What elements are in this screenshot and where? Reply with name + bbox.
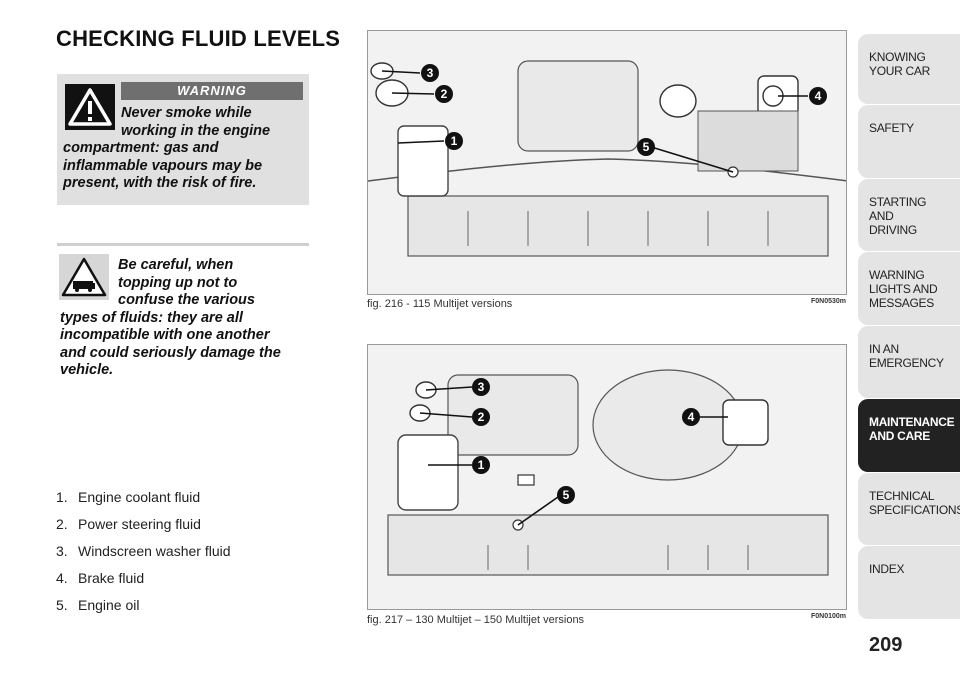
engine-diagram-fig217: 3 2 1 4 5: [367, 344, 847, 610]
tab-warning-lights[interactable]: WARNING LIGHTS AND MESSAGES: [858, 252, 960, 325]
warning-line: Never smoke while: [121, 105, 252, 121]
tab-starting-and-driving[interactable]: STARTING AND DRIVING: [858, 178, 960, 251]
fluid-legend-list: 1.Engine coolant fluid 2.Power steering …: [56, 484, 231, 619]
list-item: 3.Windscreen washer fluid: [56, 543, 231, 559]
tab-in-an-emergency[interactable]: IN AN EMERGENCY: [858, 325, 960, 398]
tab-technical-specifications[interactable]: TECHNICAL SPECIFICATIONS: [858, 472, 960, 545]
tab-knowing-your-car[interactable]: KNOWING YOUR CAR: [858, 34, 960, 104]
svg-text:5: 5: [643, 140, 650, 154]
caution-text: Be careful, when topping up not to confu…: [60, 257, 310, 380]
svg-text:3: 3: [478, 380, 485, 394]
caution-line: types of fluids: they are all: [60, 309, 243, 326]
figure-caption: fig. 216 - 115 Multijet versions: [367, 298, 513, 310]
caution-line: topping up not to: [118, 274, 238, 291]
svg-text:3: 3: [427, 66, 434, 80]
chapter-tabs: KNOWING YOUR CAR SAFETY STARTING AND DRI…: [858, 34, 960, 620]
list-item: 5.Engine oil: [56, 597, 140, 613]
engine-diagram-fig216: 3 2 1 4 5: [367, 30, 847, 295]
list-item: 1.Engine coolant fluid: [56, 489, 201, 505]
caution-line: incompatible with one another: [60, 327, 270, 343]
warning-line: compartment: gas and: [63, 140, 219, 156]
warning-box: WARNING Never smoke while working in the…: [57, 74, 309, 205]
caution-line: confuse the various: [118, 292, 255, 308]
warning-badge: WARNING: [121, 82, 303, 100]
svg-text:4: 4: [815, 89, 822, 103]
caution-line: Be careful, when: [118, 257, 234, 273]
warning-triangle-icon: [65, 84, 115, 130]
tab-safety[interactable]: SAFETY: [858, 105, 960, 178]
page-title: CHECKING FLUID LEVELS: [56, 26, 341, 51]
figure-code: F0N0100m: [810, 613, 846, 620]
svg-text:1: 1: [451, 134, 458, 148]
vehicle-caution-icon: [59, 254, 109, 300]
list-item: 4.Brake fluid: [56, 570, 145, 586]
warning-line: working in the engine: [121, 122, 271, 139]
svg-text:2: 2: [478, 410, 485, 424]
list-item: 2.Power steering fluid: [56, 516, 201, 532]
caution-line: and could seriously damage the: [60, 344, 281, 361]
tab-maintenance-and-care[interactable]: MAINTENANCE AND CARE: [858, 399, 960, 472]
warning-text: Never smoke while working in the engine …: [63, 105, 303, 193]
warning-line: present, with the risk of fire.: [63, 175, 257, 191]
svg-text:1: 1: [478, 458, 485, 472]
section-divider: [57, 243, 309, 246]
figure-code: F0N0530m: [810, 298, 846, 305]
warning-line: inflammable vapours may be: [63, 157, 263, 174]
page-number: 209: [869, 634, 903, 656]
caution-line: vehicle.: [60, 362, 114, 378]
svg-text:5: 5: [563, 488, 570, 502]
tab-index[interactable]: INDEX: [858, 546, 960, 619]
svg-text:4: 4: [688, 410, 695, 424]
svg-text:2: 2: [441, 87, 448, 101]
figure-caption: fig. 217 – 130 Multijet – 150 Multijet v…: [367, 614, 585, 626]
